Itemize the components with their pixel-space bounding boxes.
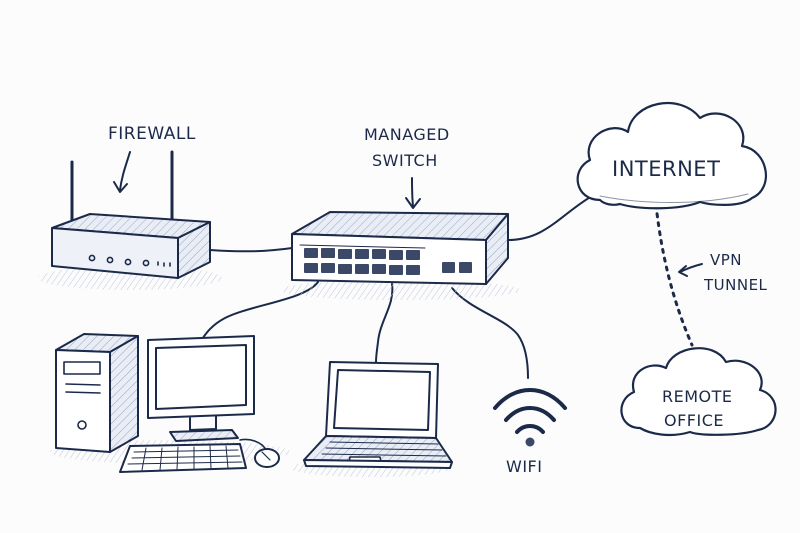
vpn-label-line1: VPN [710,251,742,269]
cable-switch-internet [507,195,593,241]
laptop[interactable] [290,361,453,477]
firewall-pointer-icon [119,151,131,191]
cable-switch-laptop [375,283,394,363]
firewall-label: FIREWALL [108,124,196,144]
managed-switch-label-line2: SWITCH [372,151,438,170]
switch-pointer-icon [411,177,414,207]
keyboard-icon [119,443,247,473]
remote-office-cloud[interactable] [620,347,777,437]
remote-office-label-line2: OFFICE [664,411,724,430]
cable-switch-wifi [451,287,529,379]
internet-cloud[interactable] [576,102,768,210]
wifi-label: WIFI [506,457,542,476]
switch-ports-icon [304,248,472,275]
remote-office-label-line1: REMOTE [662,387,733,406]
wifi-icon[interactable] [493,388,567,447]
internet-label: INTERNET [612,157,720,181]
desktop-computer[interactable] [50,333,290,473]
vpn-tunnel-line [654,203,694,347]
managed-switch[interactable] [280,211,520,300]
firewall-device[interactable] [38,150,222,290]
mouse-icon [239,438,280,468]
pc-tower-icon [55,333,139,453]
vpn-pointer-icon [679,263,703,273]
monitor-icon [147,335,255,442]
managed-switch-label-line1: MANAGED [364,125,450,144]
vpn-label-line2: TUNNEL [703,276,768,294]
cable-firewall-switch [209,247,293,253]
